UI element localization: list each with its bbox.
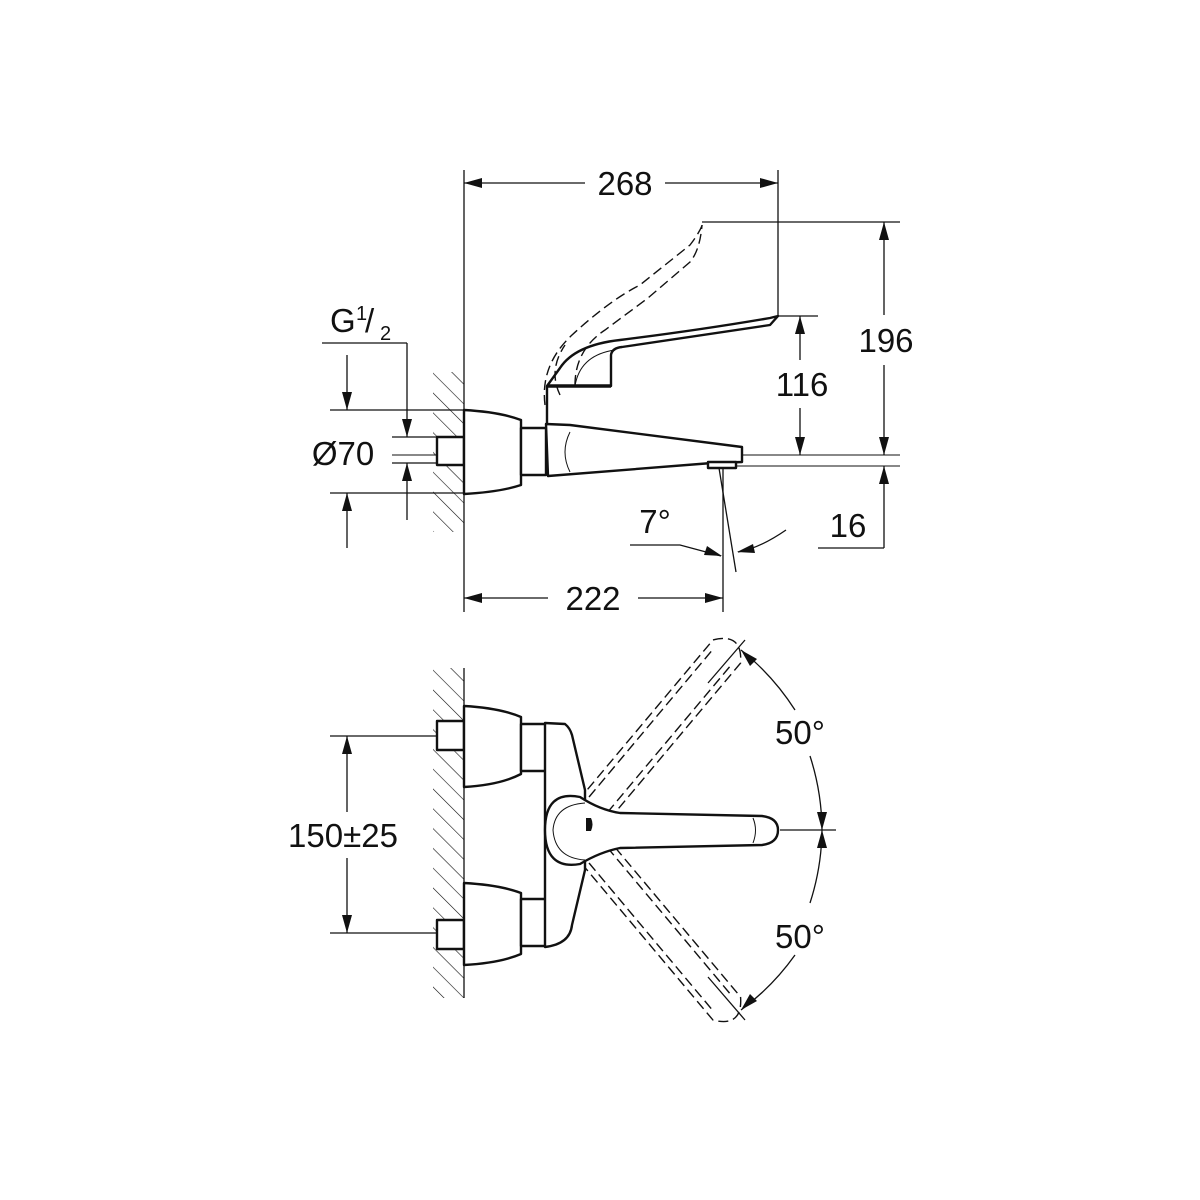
neck-lower	[519, 897, 548, 948]
lever	[543, 794, 780, 866]
top-view: 50° 50° 150±25	[288, 637, 836, 1023]
pipe-connector	[435, 435, 466, 467]
neck-upper	[519, 722, 548, 773]
thread-denominator: 2	[380, 323, 391, 345]
neck	[519, 426, 548, 477]
lever-position-right-dashed	[567, 824, 742, 1023]
dim-diameter-70: Ø70	[312, 435, 374, 472]
lever-position-left-dashed	[567, 637, 742, 836]
lever-inner-line	[552, 802, 586, 861]
lever-inner	[574, 349, 616, 387]
pipe-connector-upper	[435, 719, 466, 752]
dim-222: 222	[565, 580, 620, 617]
lever-raised-dashed-2	[574, 224, 703, 386]
side-view: 268 196 116 16 7° 222 G 1 /	[312, 165, 914, 617]
dim-150-tolerance: 150±25	[288, 817, 398, 854]
lever-raised-dashed-3	[554, 344, 566, 396]
dim-116: 116	[776, 366, 829, 403]
aerator	[706, 460, 738, 470]
lever-raised-dashed	[543, 222, 704, 406]
arrow	[704, 546, 722, 556]
dim-268: 268	[597, 165, 652, 202]
radial-line-lower	[707, 976, 746, 1021]
thread-slash: /	[365, 302, 375, 339]
thread-numerator: 1	[356, 303, 367, 325]
escutcheon-lower	[462, 881, 523, 967]
pipe-connector-lower	[435, 918, 466, 951]
escutcheon-upper	[462, 704, 523, 789]
lever-tip-line	[752, 817, 756, 844]
arrow	[879, 466, 889, 484]
spout-body	[544, 422, 744, 478]
lever-logo	[586, 818, 593, 831]
dim-196: 196	[858, 322, 913, 359]
dim-7-degree: 7°	[639, 503, 671, 540]
radial-line-upper	[707, 639, 746, 684]
angle-50-lower: 50°	[775, 918, 825, 955]
arrow	[402, 419, 412, 481]
spout-inner	[564, 431, 571, 473]
dim-16: 16	[830, 507, 867, 544]
arrow	[737, 544, 755, 553]
thread-label: G	[330, 302, 356, 339]
lever-stem	[545, 314, 780, 425]
escutcheon	[462, 408, 523, 496]
spout-angle-line	[718, 467, 737, 573]
angle-50-upper: 50°	[775, 714, 825, 751]
